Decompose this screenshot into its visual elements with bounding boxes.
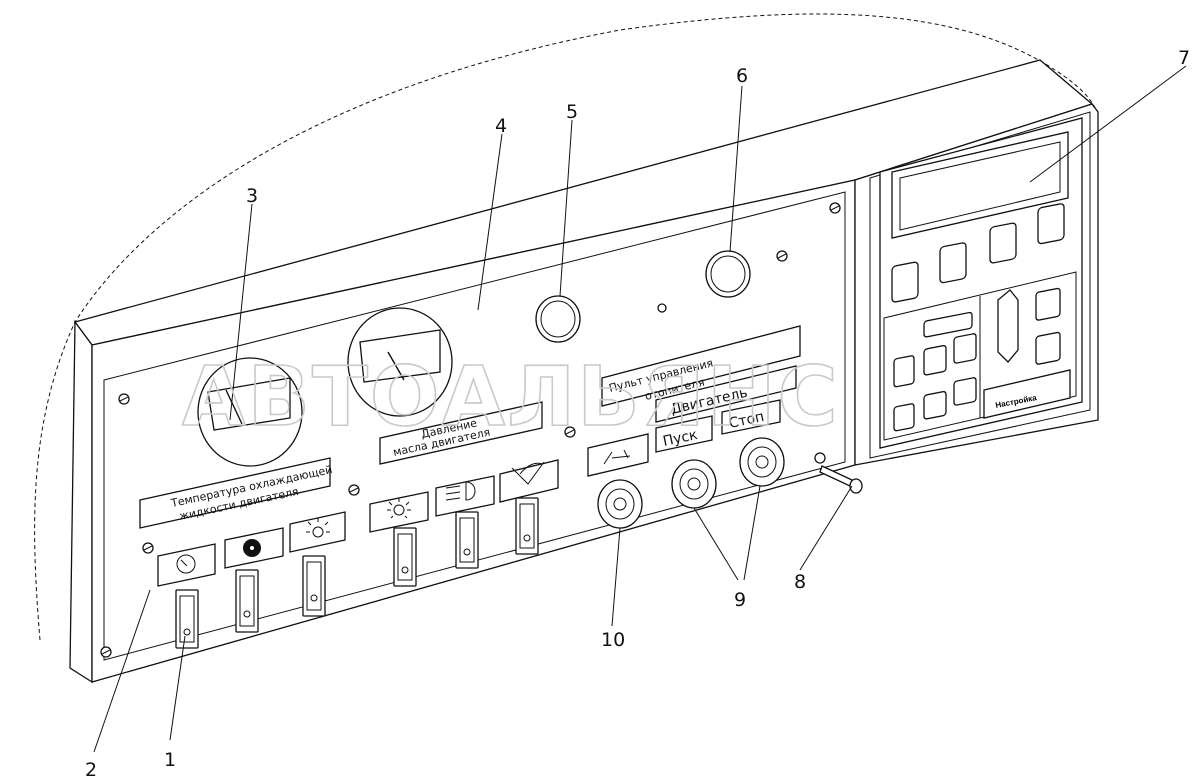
callout-5: 5 xyxy=(566,101,578,123)
wiper-icon xyxy=(499,459,559,503)
rocker-switch-3[interactable] xyxy=(302,555,326,617)
blank-plug-6 xyxy=(705,250,751,298)
callout-1: 1 xyxy=(164,749,176,771)
oil-pressure-gauge xyxy=(347,307,453,417)
headlight-icon xyxy=(435,475,495,517)
gauge-icon xyxy=(157,543,216,587)
rocker-switch-2[interactable] xyxy=(235,569,259,633)
panel-inner-plate xyxy=(103,191,846,661)
start-plate: Пуск xyxy=(655,415,713,453)
mounting-bolt xyxy=(819,465,863,494)
key-2[interactable] xyxy=(939,242,967,284)
rocker-switch-4[interactable] xyxy=(393,527,417,587)
push-button-start[interactable] xyxy=(671,459,717,509)
start-label: Пуск xyxy=(662,427,700,450)
key-4[interactable] xyxy=(1037,203,1065,245)
key-1[interactable] xyxy=(891,261,919,303)
push-button-10[interactable] xyxy=(597,479,643,529)
callout-10: 10 xyxy=(601,629,625,651)
light-icon xyxy=(369,491,429,533)
hood-outline xyxy=(34,13,1097,641)
fan-icon xyxy=(224,527,284,569)
callout-7: 7 xyxy=(1178,47,1190,69)
push-button-stop[interactable] xyxy=(739,437,785,487)
rocker-switch-6[interactable] xyxy=(515,497,539,555)
callout-4: 4 xyxy=(495,115,507,137)
display-screen xyxy=(891,131,1069,239)
leader-lines xyxy=(93,65,1187,753)
heater-icon xyxy=(587,433,649,477)
callout-2: 2 xyxy=(85,759,97,781)
panel-left-face xyxy=(69,320,93,684)
stop-plate: Стоп xyxy=(721,399,781,435)
callout-9: 9 xyxy=(734,589,746,611)
coolant-temp-gauge xyxy=(197,357,303,467)
watermark: АВТОАЛЬЯНС xyxy=(182,350,840,445)
rocker-switch-1[interactable] xyxy=(175,589,199,649)
rocker-switches xyxy=(175,497,539,649)
callout-3: 3 xyxy=(246,185,258,207)
stop-label: Стоп xyxy=(728,409,766,432)
rocker-switch-5[interactable] xyxy=(455,511,479,569)
lamp-icon xyxy=(289,511,346,553)
callout-8: 8 xyxy=(794,571,806,593)
settings-key[interactable] xyxy=(983,369,1071,419)
heater-controller-unit: Настройка xyxy=(854,103,1099,466)
key-3[interactable] xyxy=(989,222,1017,264)
blank-plug-5 xyxy=(535,295,581,343)
panel-screws xyxy=(100,202,841,658)
callout-6: 6 xyxy=(736,65,748,87)
